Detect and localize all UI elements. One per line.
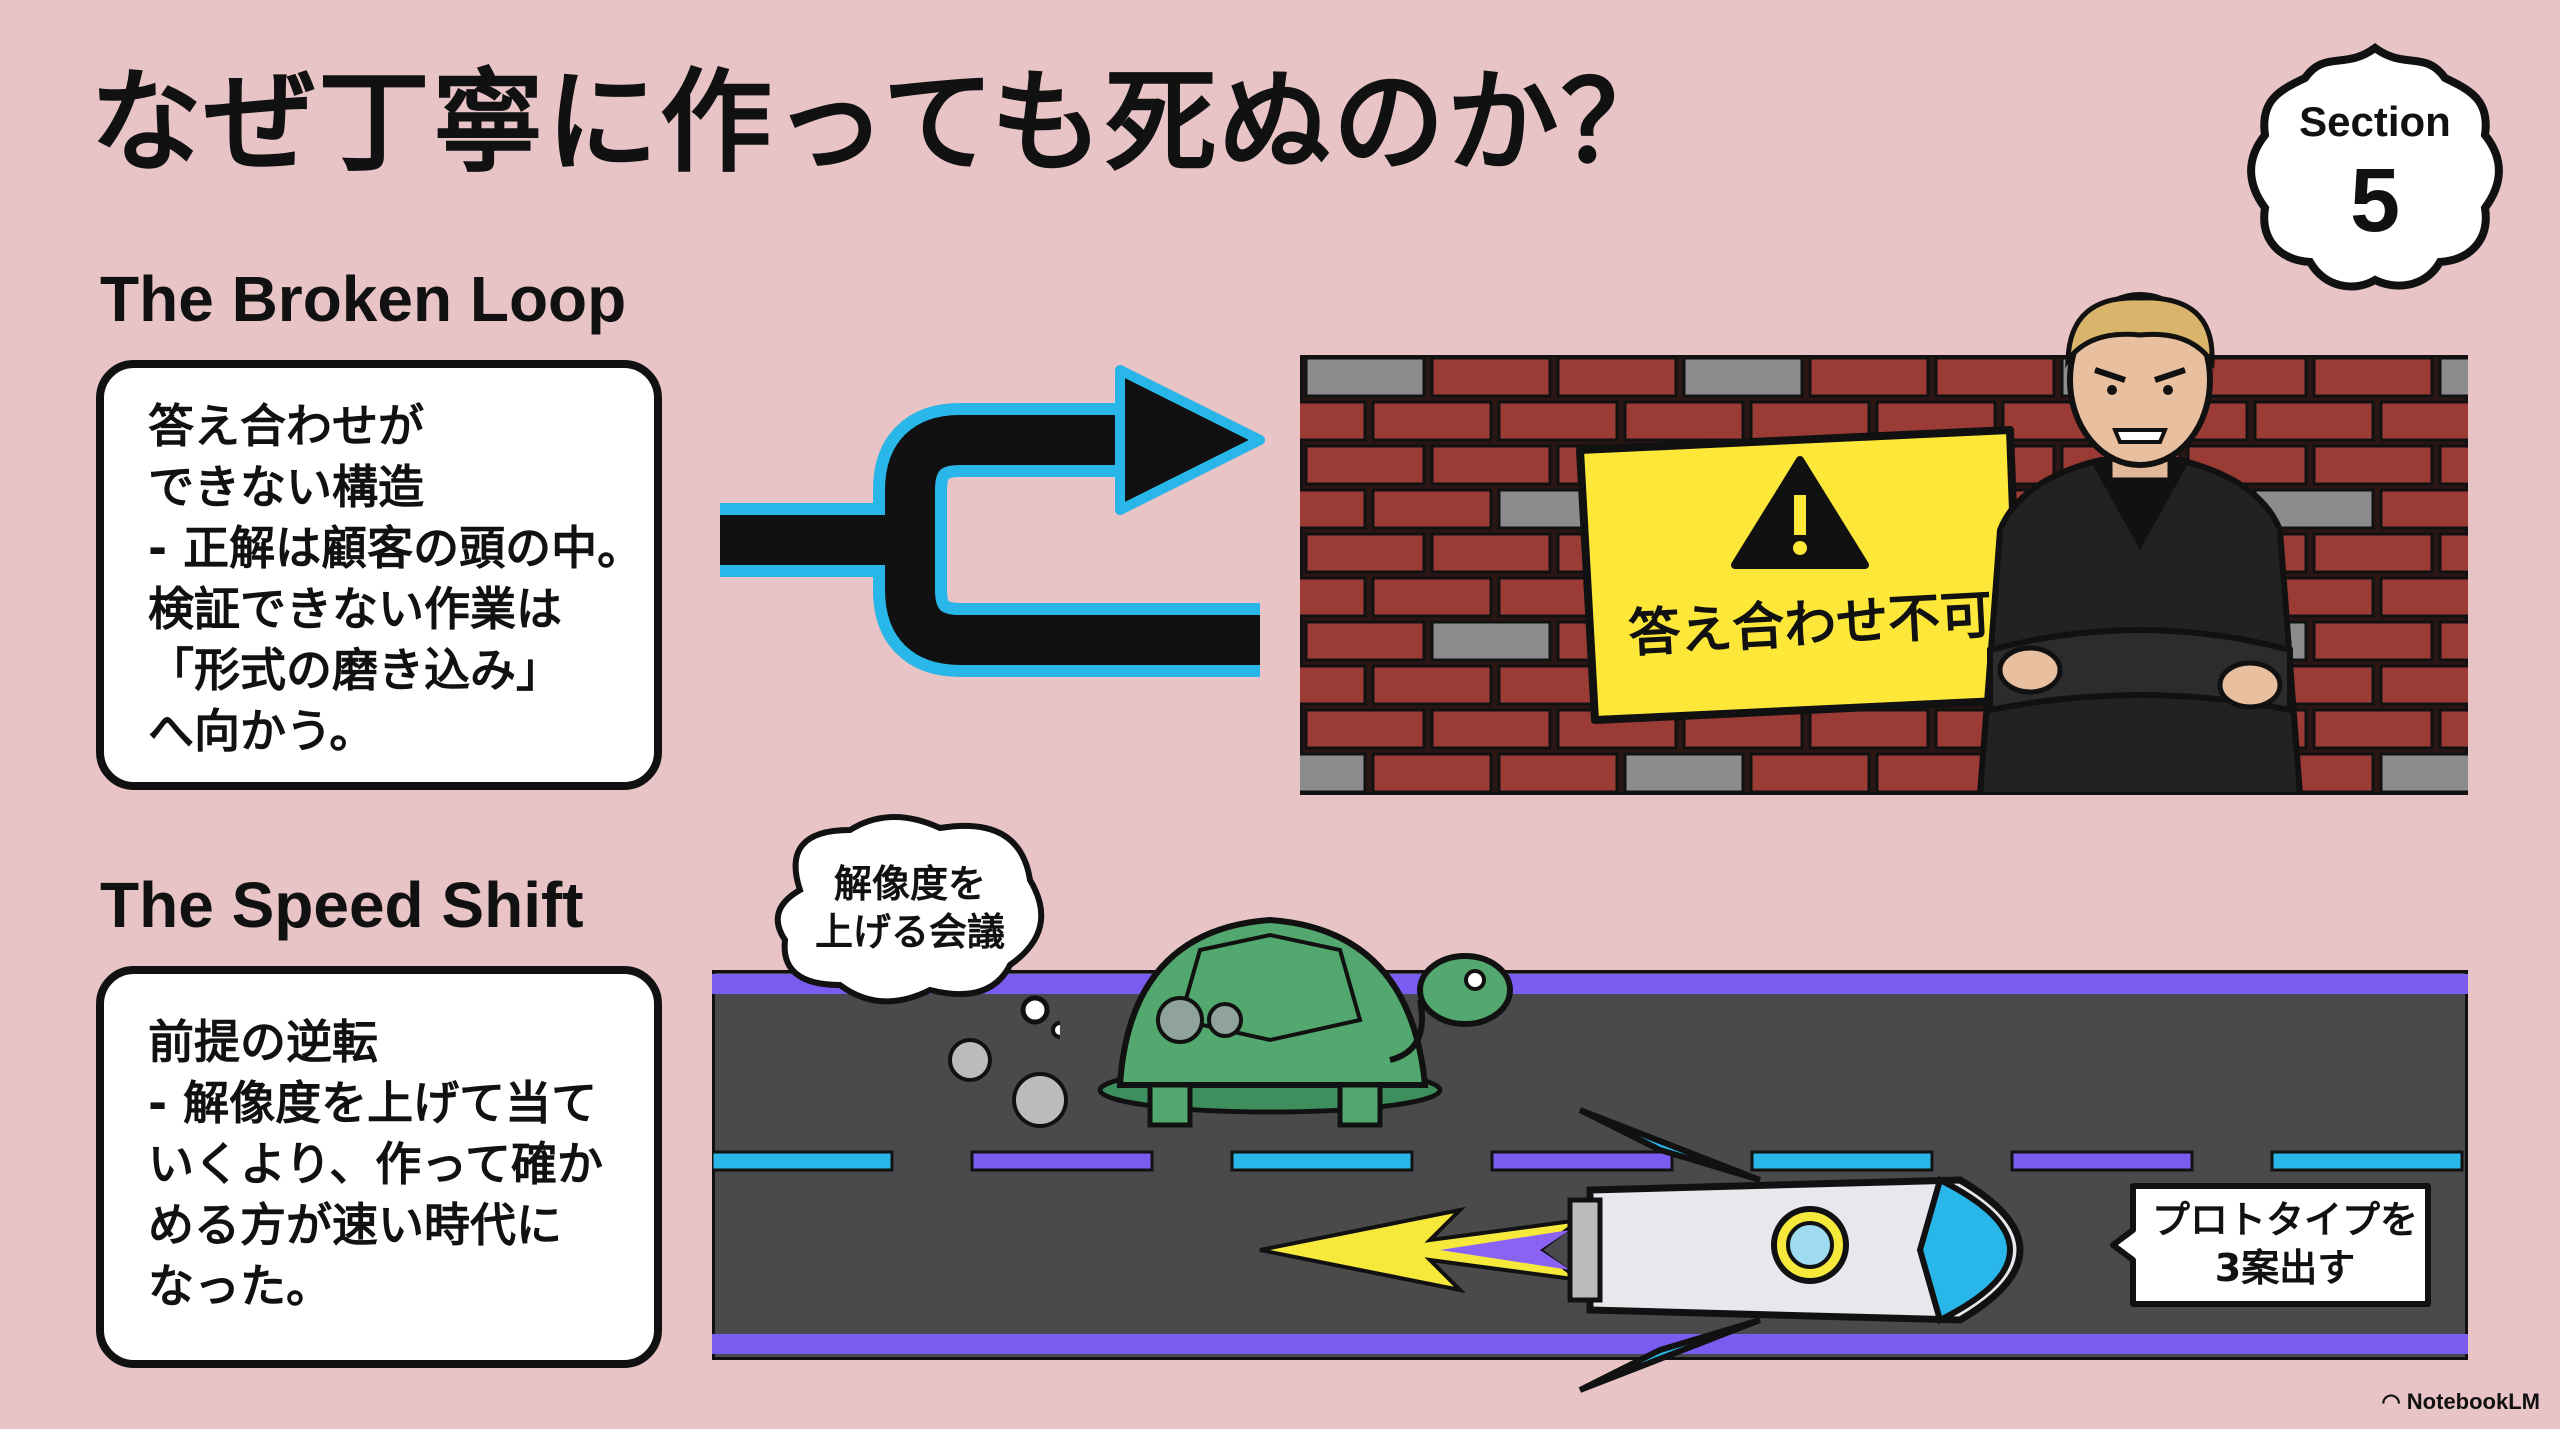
section-badge	[2247, 43, 2503, 291]
notebooklm-watermark: ◠ NotebookLM	[2381, 1389, 2540, 1415]
brick	[2379, 488, 2468, 530]
brick	[2438, 708, 2468, 750]
thought-bubble	[774, 814, 1060, 1039]
brick	[1430, 620, 1552, 662]
brick	[2438, 356, 2468, 398]
card-line: 検証できない作業は	[148, 582, 562, 636]
card-line: 答え合わせが	[148, 399, 424, 453]
brick	[2379, 752, 2468, 794]
brick	[2253, 400, 2375, 442]
brick	[2438, 532, 2468, 574]
brick	[1300, 488, 1367, 530]
brick	[1371, 488, 1493, 530]
rocket-label-bubble	[2110, 1183, 2431, 1307]
broken-loop-card: 答え合わせが できない構造 - 正解は顧客の頭の中。 検証できない作業は 「形式…	[96, 360, 662, 790]
brick	[1623, 400, 1745, 442]
brick	[1623, 752, 1745, 794]
card-line: いくより、作って確か	[148, 1137, 603, 1191]
rocket-illustration	[1259, 1107, 2024, 1393]
brick	[2379, 664, 2468, 706]
brick	[1371, 576, 1493, 618]
brick	[2438, 620, 2468, 662]
gear-icon	[1207, 1002, 1243, 1038]
brick	[2379, 400, 2468, 442]
rocket-label-text: プロトタイプを 3案出す	[2140, 1196, 2430, 1292]
brick	[1371, 752, 1493, 794]
brick	[2312, 708, 2434, 750]
brick	[1300, 576, 1367, 618]
brick	[1808, 356, 1930, 398]
card-line: 前提の逆転	[148, 1015, 378, 1069]
thought-line: 解像度を	[833, 862, 986, 906]
card-line: なった。	[148, 1259, 332, 1313]
brick	[1304, 532, 1426, 574]
brick	[1304, 620, 1426, 662]
brick	[2438, 444, 2468, 486]
gear-icon	[1156, 996, 1204, 1044]
brick	[1304, 708, 1426, 750]
speed-shift-heading: The Speed Shift	[100, 869, 584, 941]
brick	[1300, 664, 1367, 706]
brick	[1371, 664, 1493, 706]
card-line: 「形式の磨き込み」	[148, 643, 562, 697]
brick	[1497, 752, 1619, 794]
brick	[1875, 752, 1997, 794]
card-line: へ向かう。	[148, 704, 376, 758]
page-title: なぜ丁寧に作っても死ぬのか？	[90, 58, 1675, 188]
section-label: Section	[2299, 98, 2451, 145]
card-line: できない構造	[148, 460, 424, 514]
brick	[1304, 356, 1426, 398]
brick	[1430, 356, 1552, 398]
brick	[1934, 356, 2056, 398]
notebooklm-logo-icon: ◠	[2381, 1389, 2407, 1414]
brick	[1497, 400, 1619, 442]
footer-text: NotebookLM	[2406, 1389, 2540, 1414]
brick	[1430, 708, 1552, 750]
brick	[1749, 752, 1871, 794]
brick	[1300, 752, 1367, 794]
smoke-puffs	[948, 1038, 1068, 1128]
section-number: 5	[2349, 151, 2401, 251]
frustrated-man-illustration	[1976, 292, 2304, 795]
broken-loop-heading: The Broken Loop	[100, 263, 627, 335]
thought-line: 上げる会議	[814, 910, 1005, 954]
brick	[1371, 400, 1493, 442]
brick	[1682, 356, 1804, 398]
brick	[2379, 576, 2468, 618]
brick	[2312, 532, 2434, 574]
brick	[1430, 532, 1552, 574]
brick	[1556, 356, 1678, 398]
turtle-illustration	[1097, 916, 1513, 1128]
brick	[2312, 444, 2434, 486]
card-line: める方が速い時代に	[148, 1198, 562, 1252]
brick	[1300, 400, 1367, 442]
brick	[2312, 620, 2434, 662]
broken-loop-arrow-icon	[720, 365, 1265, 677]
speed-shift-card: 前提の逆転 - 解像度を上げて当て いくより、作って確か める方が速い時代に な…	[96, 966, 662, 1368]
rocket-label-line: プロトタイプを	[2151, 1198, 2418, 1242]
rocket-label-line: 3案出す	[2214, 1246, 2356, 1290]
thought-bubble-text: 解像度を 上げる会議	[780, 860, 1040, 956]
card-line: - 解像度を上げて当て	[148, 1076, 598, 1130]
brick	[1430, 444, 1552, 486]
brick	[2312, 356, 2434, 398]
brick	[1304, 444, 1426, 486]
card-line: - 正解は顧客の頭の中。	[148, 521, 644, 575]
